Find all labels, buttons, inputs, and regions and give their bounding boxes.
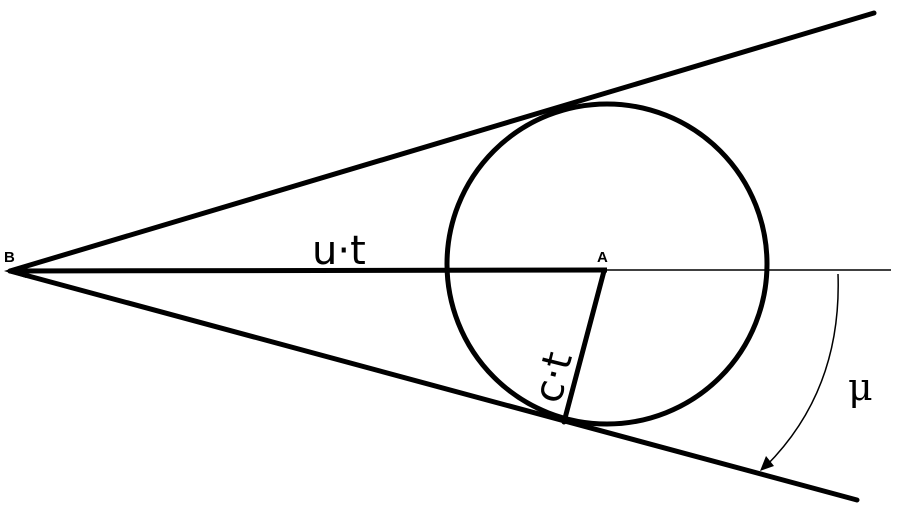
cone-lower-edge	[7, 268, 860, 503]
wavefront-circle	[444, 101, 770, 427]
mach-angle-label: μ	[848, 365, 873, 409]
point-a-label: A	[597, 249, 608, 266]
sound-radius-label: c·t	[525, 347, 582, 407]
velocity-distance-label: u·t	[312, 228, 366, 274]
point-b-label: B	[4, 249, 15, 266]
mach-angle-arc	[765, 273, 839, 467]
vertex-b-marker	[4, 264, 26, 278]
mach-angle-arrowhead	[760, 456, 774, 471]
cone-upper-edge	[7, 10, 877, 274]
radius-line	[561, 268, 607, 425]
line-b-to-a	[9, 267, 608, 274]
